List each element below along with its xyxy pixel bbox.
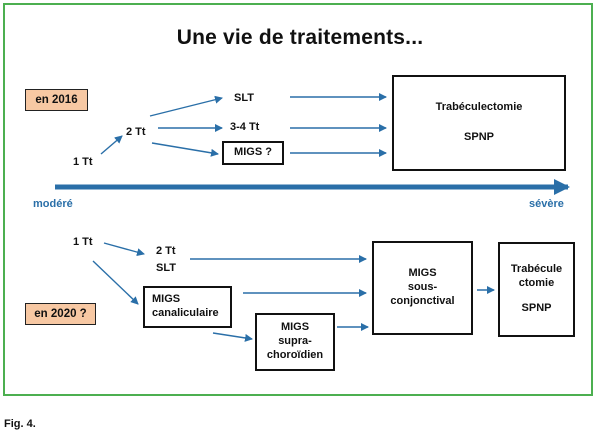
tag-2016: en 2016	[25, 89, 88, 111]
migs-sous-line1: MIGS	[408, 267, 437, 280]
box-migs-sousconjonctival: MIGS sous- conjonctival	[372, 241, 473, 335]
arrow-migscan-supra	[212, 332, 253, 342]
label-top-1tt: 1 Tt	[73, 156, 93, 168]
arrow-b1tt-2tt	[103, 242, 145, 257]
trab-bottom-line2: ctomie	[518, 276, 555, 289]
axis-label-severe: sévère	[529, 198, 564, 210]
tag-2020: en 2020 ?	[25, 303, 96, 325]
label-bottom-1tt: 1 Tt	[73, 236, 93, 248]
label-top-slt: SLT	[234, 92, 254, 104]
label-top-34tt: 3-4 Tt	[230, 121, 260, 133]
box-trabeculectomie: Trabéculectomie SPNP	[392, 75, 566, 171]
migs-can-line1: MIGS	[152, 293, 181, 306]
migs-supra-line1: MIGS	[280, 321, 310, 334]
migs-supra-line2: supra-	[278, 335, 312, 348]
trabeculectomie-text: Trabéculectomie	[435, 101, 523, 114]
label-bottom-2tt: 2 Tt	[156, 245, 176, 257]
migs-sous-line3: conjonctival	[390, 294, 455, 307]
label-top-2tt: 2 Tt	[126, 126, 146, 138]
trab-bottom-line1: Trabécule	[510, 262, 563, 275]
migs-can-line2: canaliculaire	[152, 307, 219, 319]
box-migs-canaliculaire: MIGS canaliculaire	[143, 286, 232, 328]
arrow-2tt-slt	[149, 95, 223, 117]
figure-frame	[3, 3, 593, 396]
migs-sous-line2: sous-	[407, 281, 438, 294]
arrow-2tt-migs	[151, 142, 219, 157]
figure-caption: Fig. 4.	[4, 418, 36, 430]
axis-label-modere: modéré	[33, 198, 73, 210]
arrow-1tt-2tt	[100, 135, 123, 155]
arrow-b1tt-migscan	[92, 260, 139, 305]
box-top-migs-text: MIGS ?	[234, 146, 272, 159]
trab-bottom-line3: SPNP	[521, 302, 552, 315]
box-top-migs: MIGS ?	[222, 141, 284, 165]
spnp-text: SPNP	[464, 131, 494, 143]
box-migs-suprachoroidien: MIGS supra- choroïdien	[255, 313, 335, 371]
figure-title: Une vie de traitements...	[176, 26, 424, 49]
label-bottom-slt: SLT	[156, 262, 176, 274]
box-trabeculectomie-bottom: Trabécule ctomie SPNP	[498, 242, 575, 337]
migs-supra-line3: choroïdien	[266, 348, 324, 361]
